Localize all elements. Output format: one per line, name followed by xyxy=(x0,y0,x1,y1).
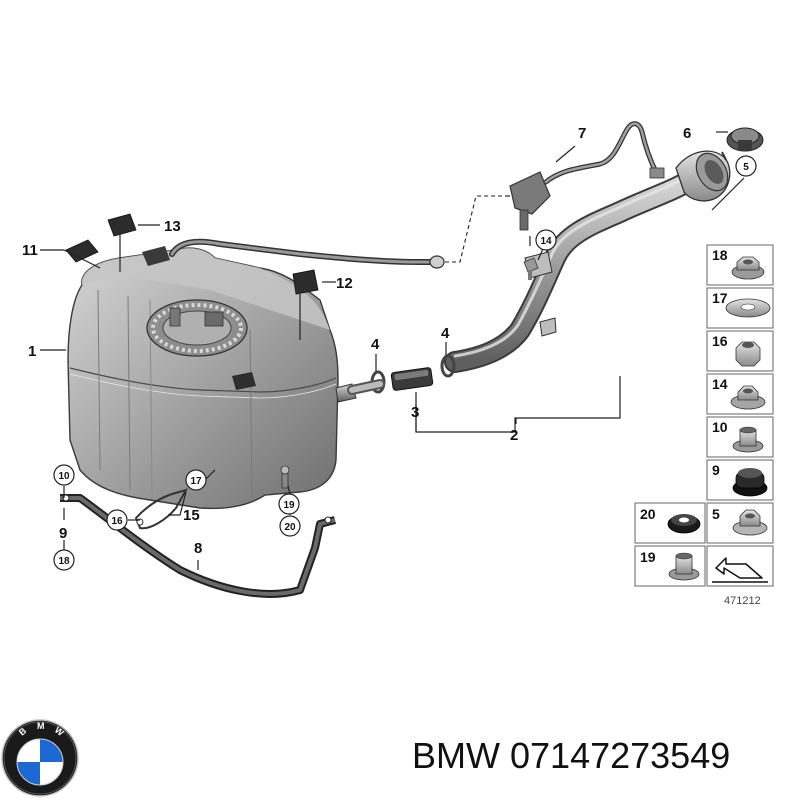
fuel-cap-6 xyxy=(721,127,764,161)
callout-11: 11 xyxy=(22,242,38,259)
callout-4b: 4 xyxy=(441,325,450,342)
connecting-hose-3 xyxy=(390,367,434,391)
strap-bolt xyxy=(280,465,290,489)
parts-row-19: 19 xyxy=(634,545,706,587)
svg-text:18: 18 xyxy=(712,247,728,263)
svg-text:14: 14 xyxy=(712,376,728,392)
hex-nut-icon xyxy=(735,341,761,367)
callout-2: 2 xyxy=(510,427,518,444)
callout-16: 16 xyxy=(106,509,128,531)
parts-row-arrow xyxy=(706,545,774,587)
svg-text:5: 5 xyxy=(743,162,749,173)
tank-pad-12 xyxy=(292,269,319,295)
callout-4a: 4 xyxy=(371,336,380,353)
svg-text:19: 19 xyxy=(640,549,656,565)
callout-17: 17 xyxy=(185,469,207,491)
flat-washer-icon xyxy=(725,298,771,318)
callout-9: 9 xyxy=(59,525,67,542)
callout-13: 13 xyxy=(164,218,181,235)
bushing-icon xyxy=(732,426,764,453)
parts-row-18: 18 xyxy=(706,244,774,286)
tank-pad-11 xyxy=(65,239,99,263)
callout-6: 6 xyxy=(683,125,691,142)
svg-text:17: 17 xyxy=(712,290,728,306)
callout-5: 5 xyxy=(735,155,757,177)
leader-lines xyxy=(40,131,745,570)
callout-12: 12 xyxy=(336,275,353,292)
svg-text:17: 17 xyxy=(190,476,202,487)
parts-row-20: 20 xyxy=(634,502,706,544)
parts-row-17: 17 xyxy=(706,287,774,329)
vent-line xyxy=(169,238,445,269)
callout-14: 14 xyxy=(535,229,557,251)
svg-text:16: 16 xyxy=(712,333,728,349)
svg-text:20: 20 xyxy=(640,506,656,522)
svg-text:14: 14 xyxy=(540,236,552,247)
callout-7: 7 xyxy=(578,125,586,142)
parts-row-9: 9 xyxy=(706,459,774,501)
nut-14-on-pipe xyxy=(523,257,539,280)
fuel-tank xyxy=(67,246,357,510)
spacer-sleeve-icon xyxy=(668,552,700,581)
part-caption: BMW 07147273549 xyxy=(412,735,792,785)
callout-19: 19 xyxy=(278,493,300,515)
svg-text:B: B xyxy=(17,725,29,737)
direction-arrow-icon xyxy=(712,557,768,583)
brand-name: BMW xyxy=(412,735,500,776)
svg-text:16: 16 xyxy=(111,516,123,527)
bmw-roundel-icon: B M W xyxy=(1,719,79,797)
callout-15: 15 xyxy=(183,507,200,524)
parts-table: 18 17 16 14 xyxy=(634,244,774,587)
tank-strap-8 xyxy=(60,494,337,598)
svg-text:10: 10 xyxy=(712,419,728,435)
svg-text:5: 5 xyxy=(712,506,720,522)
callout-1: 1 xyxy=(28,343,36,360)
collar-nut-icon xyxy=(732,509,768,536)
parts-row-10: 10 xyxy=(706,416,774,458)
callout-20: 20 xyxy=(279,515,301,537)
rubber-grommet-icon xyxy=(732,468,768,497)
svg-text:20: 20 xyxy=(284,522,296,533)
callout-18: 18 xyxy=(53,549,75,571)
filler-pipe xyxy=(444,150,731,373)
callout-10: 10 xyxy=(53,464,75,486)
callout-8: 8 xyxy=(194,540,202,557)
drawing-reference: 471212 xyxy=(724,595,761,607)
parts-row-16: 16 xyxy=(706,330,774,372)
rubber-ring-icon xyxy=(667,514,701,534)
svg-text:M: M xyxy=(37,721,45,731)
hex-nut-washer-icon xyxy=(730,385,766,410)
vent-dashed-link xyxy=(445,195,505,263)
callout-3: 3 xyxy=(411,404,419,421)
tank-pad-13 xyxy=(107,213,137,237)
svg-text:9: 9 xyxy=(712,462,720,478)
parts-row-5: 5 xyxy=(706,502,774,544)
svg-text:10: 10 xyxy=(58,471,70,482)
svg-text:19: 19 xyxy=(283,500,295,511)
hose-clamp-4b xyxy=(440,354,456,378)
part-number: 07147273549 xyxy=(510,735,731,776)
svg-text:18: 18 xyxy=(58,556,70,567)
vent-tube-7 xyxy=(543,121,665,185)
vent-valve xyxy=(509,171,551,231)
parts-row-14: 14 xyxy=(706,373,774,415)
hex-nut-flange-icon xyxy=(731,256,765,280)
